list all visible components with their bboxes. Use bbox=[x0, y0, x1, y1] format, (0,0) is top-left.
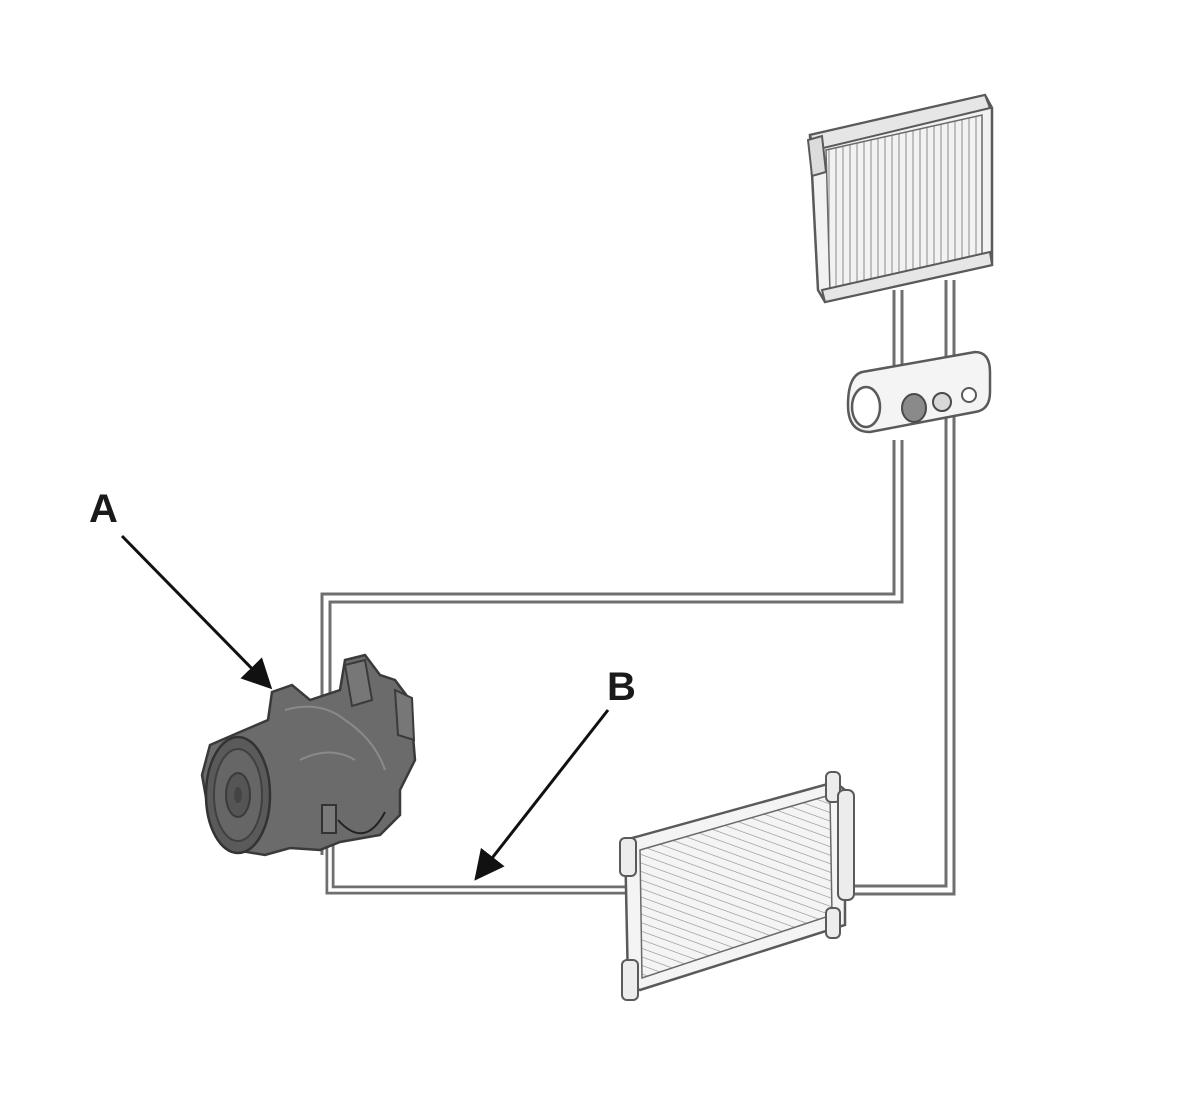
condenser bbox=[619, 771, 855, 1001]
compressor bbox=[200, 653, 417, 857]
liquid-line bbox=[850, 280, 956, 896]
callout-a-label: A bbox=[89, 487, 118, 531]
evaporator bbox=[806, 93, 994, 304]
expansion-valve bbox=[846, 350, 992, 434]
callout-b-arrow bbox=[474, 709, 610, 881]
callout-a-arrow bbox=[120, 534, 273, 690]
callout-b: B bbox=[474, 665, 636, 881]
callout-b-label: B bbox=[607, 665, 636, 709]
refrigerant-lines bbox=[320, 280, 956, 896]
callout-a: A bbox=[89, 487, 273, 690]
discharge-line bbox=[325, 840, 625, 895]
